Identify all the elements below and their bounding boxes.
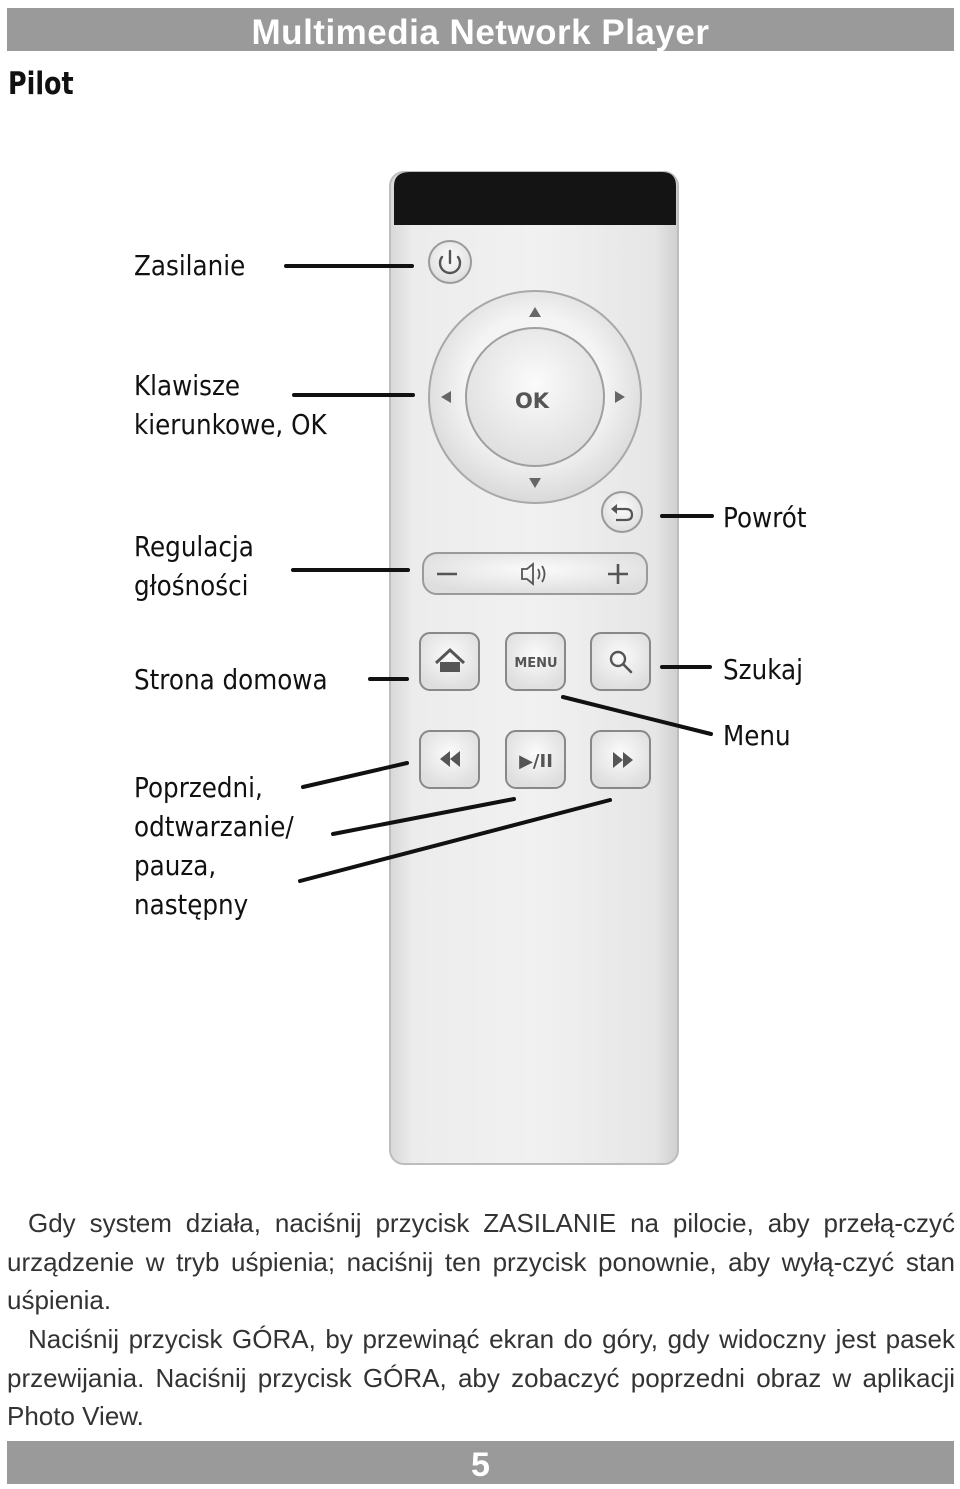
document-title: Multimedia Network Player xyxy=(251,13,710,52)
play-pause-icon: ▶/II xyxy=(519,751,553,772)
power-button xyxy=(428,240,472,284)
home-button xyxy=(419,632,480,691)
label-menu: Menu xyxy=(723,719,791,752)
back-arrow-icon xyxy=(611,504,617,514)
back-button xyxy=(601,491,643,533)
label-search: Szukaj xyxy=(723,653,803,686)
directional-pad: OK xyxy=(428,290,642,504)
home-icon xyxy=(434,647,466,665)
label-directional-keys: Klawisze kierunkowe, OK xyxy=(134,369,327,441)
label-power: Zasilanie xyxy=(134,249,246,282)
menu-button-label: MENU xyxy=(514,656,557,671)
page-number: 5 xyxy=(471,1446,490,1484)
ok-button-label: OK xyxy=(515,389,550,413)
remote-control-illustration: OK MENU ▶/II xyxy=(284,171,714,1165)
speaker-icon xyxy=(521,562,546,586)
arrow-down-icon xyxy=(529,478,541,488)
callout-lines xyxy=(284,264,714,883)
section-title: Pilot xyxy=(8,66,74,102)
arrow-right-icon xyxy=(615,391,625,403)
label-back: Powrót xyxy=(723,501,807,534)
label-home: Strona domowa xyxy=(134,663,328,696)
next-button xyxy=(590,730,651,789)
play-pause-button: ▶/II xyxy=(505,730,566,789)
body-paragraph-1: Gdy system działa, naciśnij przycisk ZAS… xyxy=(7,1208,955,1315)
label-playback: Poprzedni, odtwarzanie/ pauza, następny xyxy=(134,771,294,921)
arrow-up-icon xyxy=(529,307,541,317)
footer-bar: 5 xyxy=(7,1441,954,1484)
previous-button xyxy=(419,730,480,789)
menu-button: MENU xyxy=(505,632,566,691)
body-paragraph-2: Naciśnij przycisk GÓRA, by przewinąć ekr… xyxy=(7,1324,955,1431)
rewind-icon xyxy=(440,751,450,767)
search-icon xyxy=(609,650,627,668)
volume-rocker xyxy=(422,552,648,595)
search-button xyxy=(590,632,651,691)
label-volume: Regulacja głośności xyxy=(134,530,254,602)
arrow-left-icon xyxy=(441,391,451,403)
header-bar: Multimedia Network Player xyxy=(7,8,954,52)
fast-forward-icon xyxy=(613,752,623,768)
